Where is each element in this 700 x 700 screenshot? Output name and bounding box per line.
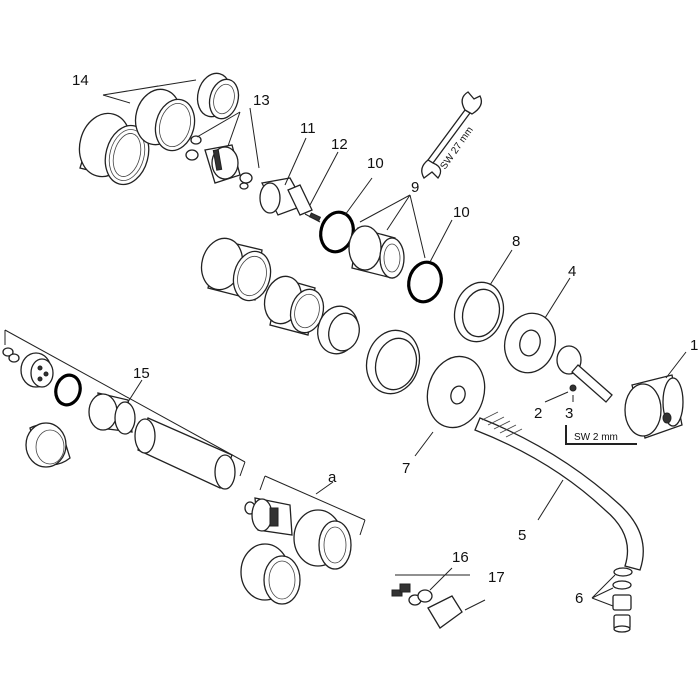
callout-9: 9: [411, 179, 419, 196]
part-2-lever: 2: [534, 345, 613, 422]
callout-8: 8: [512, 233, 520, 250]
callout-10-upper: 10: [367, 155, 384, 172]
callout-3: 3: [565, 405, 573, 422]
callout-12: 12: [331, 136, 348, 153]
callout-15: 15: [133, 365, 150, 382]
part-4-rosette: 4: [503, 263, 576, 374]
part-16-components: 16: [391, 549, 470, 606]
part-7-flange: 7: [402, 355, 486, 477]
part-13-stop-valve: 13: [185, 92, 270, 190]
part-11-cartridge: 11: [259, 120, 322, 223]
wrench-tool: SW 27 mm: [421, 91, 483, 180]
middle-sleeves: [200, 237, 360, 355]
group-a-assembly: a: [240, 469, 366, 605]
part-15-group: 15: [2, 329, 246, 490]
part-9-adapter: 9: [348, 179, 426, 279]
callout-6: 6: [575, 590, 583, 607]
part-8-ring: 8: [453, 233, 520, 343]
callout-2: 2: [534, 405, 542, 422]
part-6-aerator: 6: [575, 567, 633, 633]
part-17-clip: 17: [427, 569, 505, 629]
hex-key-tool: SW 2 mm: [565, 425, 637, 445]
callout-17: 17: [488, 569, 505, 586]
flange-ring: [365, 329, 421, 395]
sleeve-small: [196, 72, 240, 120]
part-10-seal-lower: 10: [407, 204, 470, 304]
callout-14: 14: [72, 72, 89, 89]
callout-5: 5: [518, 527, 526, 544]
callout-a: a: [328, 469, 337, 486]
callout-7: 7: [402, 460, 410, 477]
sleeve-medium: [134, 88, 196, 152]
callout-4: 4: [568, 263, 576, 280]
part-5-spout: 5: [474, 411, 644, 571]
part-12-spindle: 12: [309, 136, 348, 206]
callout-11: 11: [300, 120, 316, 137]
part-3-screw: 3: [565, 395, 574, 422]
callout-16: 16: [452, 549, 469, 566]
part-14-sleeves: 14: [72, 72, 240, 186]
callout-1: 1: [690, 337, 698, 354]
hex-key-size-label: SW 2 mm: [574, 432, 618, 443]
callout-10-lower: 10: [453, 204, 470, 221]
sleeve-large: [78, 112, 150, 186]
part-1-handle: 1: [624, 337, 698, 439]
callout-13: 13: [253, 92, 270, 109]
